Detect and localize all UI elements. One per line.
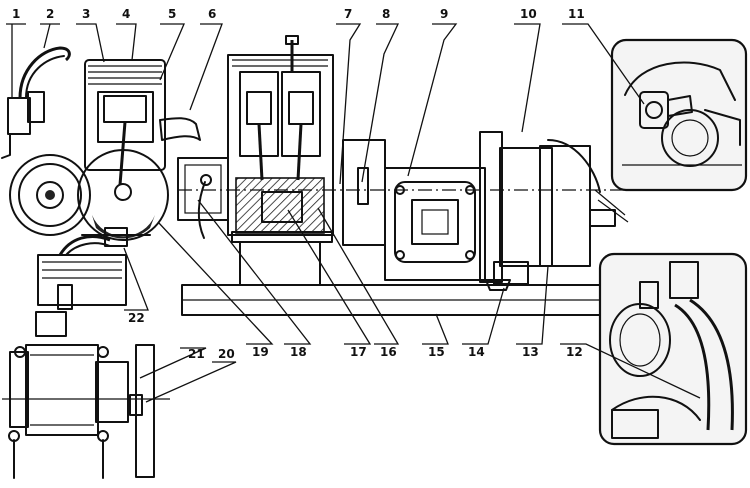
callout-label: 13 [522, 345, 539, 359]
callouts-top: 1 2 3 4 5 6 7 8 [6, 7, 645, 185]
callout-label: 10 [520, 7, 537, 21]
callout-18: 18 [197, 199, 312, 359]
callout-22: 22 [123, 247, 149, 325]
engine-front-view [1, 46, 201, 247]
callout-8: 8 [361, 7, 400, 183]
callout-17: 17 [287, 209, 372, 359]
callout-label: 17 [350, 345, 367, 359]
callout-11: 11 [562, 7, 645, 105]
callout-label: 9 [440, 7, 448, 21]
callout-1: 1 [6, 7, 26, 98]
callout-21: 21 [139, 347, 207, 379]
callout-label: 8 [382, 7, 390, 21]
callout-label: 20 [218, 347, 235, 361]
callouts-bottom: 22 21 20 19 18 17 16 15 [123, 199, 701, 403]
callout-label: 14 [468, 345, 485, 359]
detail-inset-top [610, 38, 748, 192]
callout-5: 5 [159, 7, 185, 81]
callout-13: 13 [516, 265, 549, 359]
engine-lower-view [2, 235, 170, 479]
callout-label: 5 [168, 7, 176, 21]
callout-20: 20 [145, 347, 237, 403]
callout-4: 4 [116, 7, 137, 61]
callout-10: 10 [514, 7, 541, 133]
callout-label: 22 [128, 311, 145, 325]
callout-14: 14 [462, 287, 505, 359]
callout-label: 1 [12, 7, 20, 21]
callout-label: 2 [46, 7, 54, 21]
callout-label: 15 [428, 345, 445, 359]
callout-label: 6 [208, 7, 216, 21]
callout-label: 4 [122, 7, 130, 21]
callout-2: 2 [40, 7, 60, 49]
callout-label: 12 [566, 345, 583, 359]
callout-6: 6 [189, 7, 223, 111]
callout-15: 15 [422, 313, 449, 359]
callout-label: 16 [380, 345, 397, 359]
generator-housing [178, 131, 630, 291]
callout-16: 16 [317, 207, 400, 359]
callout-19: 19 [157, 221, 274, 359]
frame-rail [181, 284, 623, 316]
callout-label: 11 [568, 7, 585, 21]
callout-3: 3 [76, 7, 105, 63]
callout-12: 12 [560, 343, 701, 399]
callout-7: 7 [336, 7, 362, 185]
callout-label: 18 [290, 345, 307, 359]
callout-label: 3 [82, 7, 90, 21]
detail-inset-bottom [598, 252, 748, 446]
engine-side-section [177, 35, 334, 285]
callout-label: 7 [344, 7, 352, 21]
callout-9: 9 [407, 7, 458, 177]
callout-label: 19 [252, 345, 269, 359]
